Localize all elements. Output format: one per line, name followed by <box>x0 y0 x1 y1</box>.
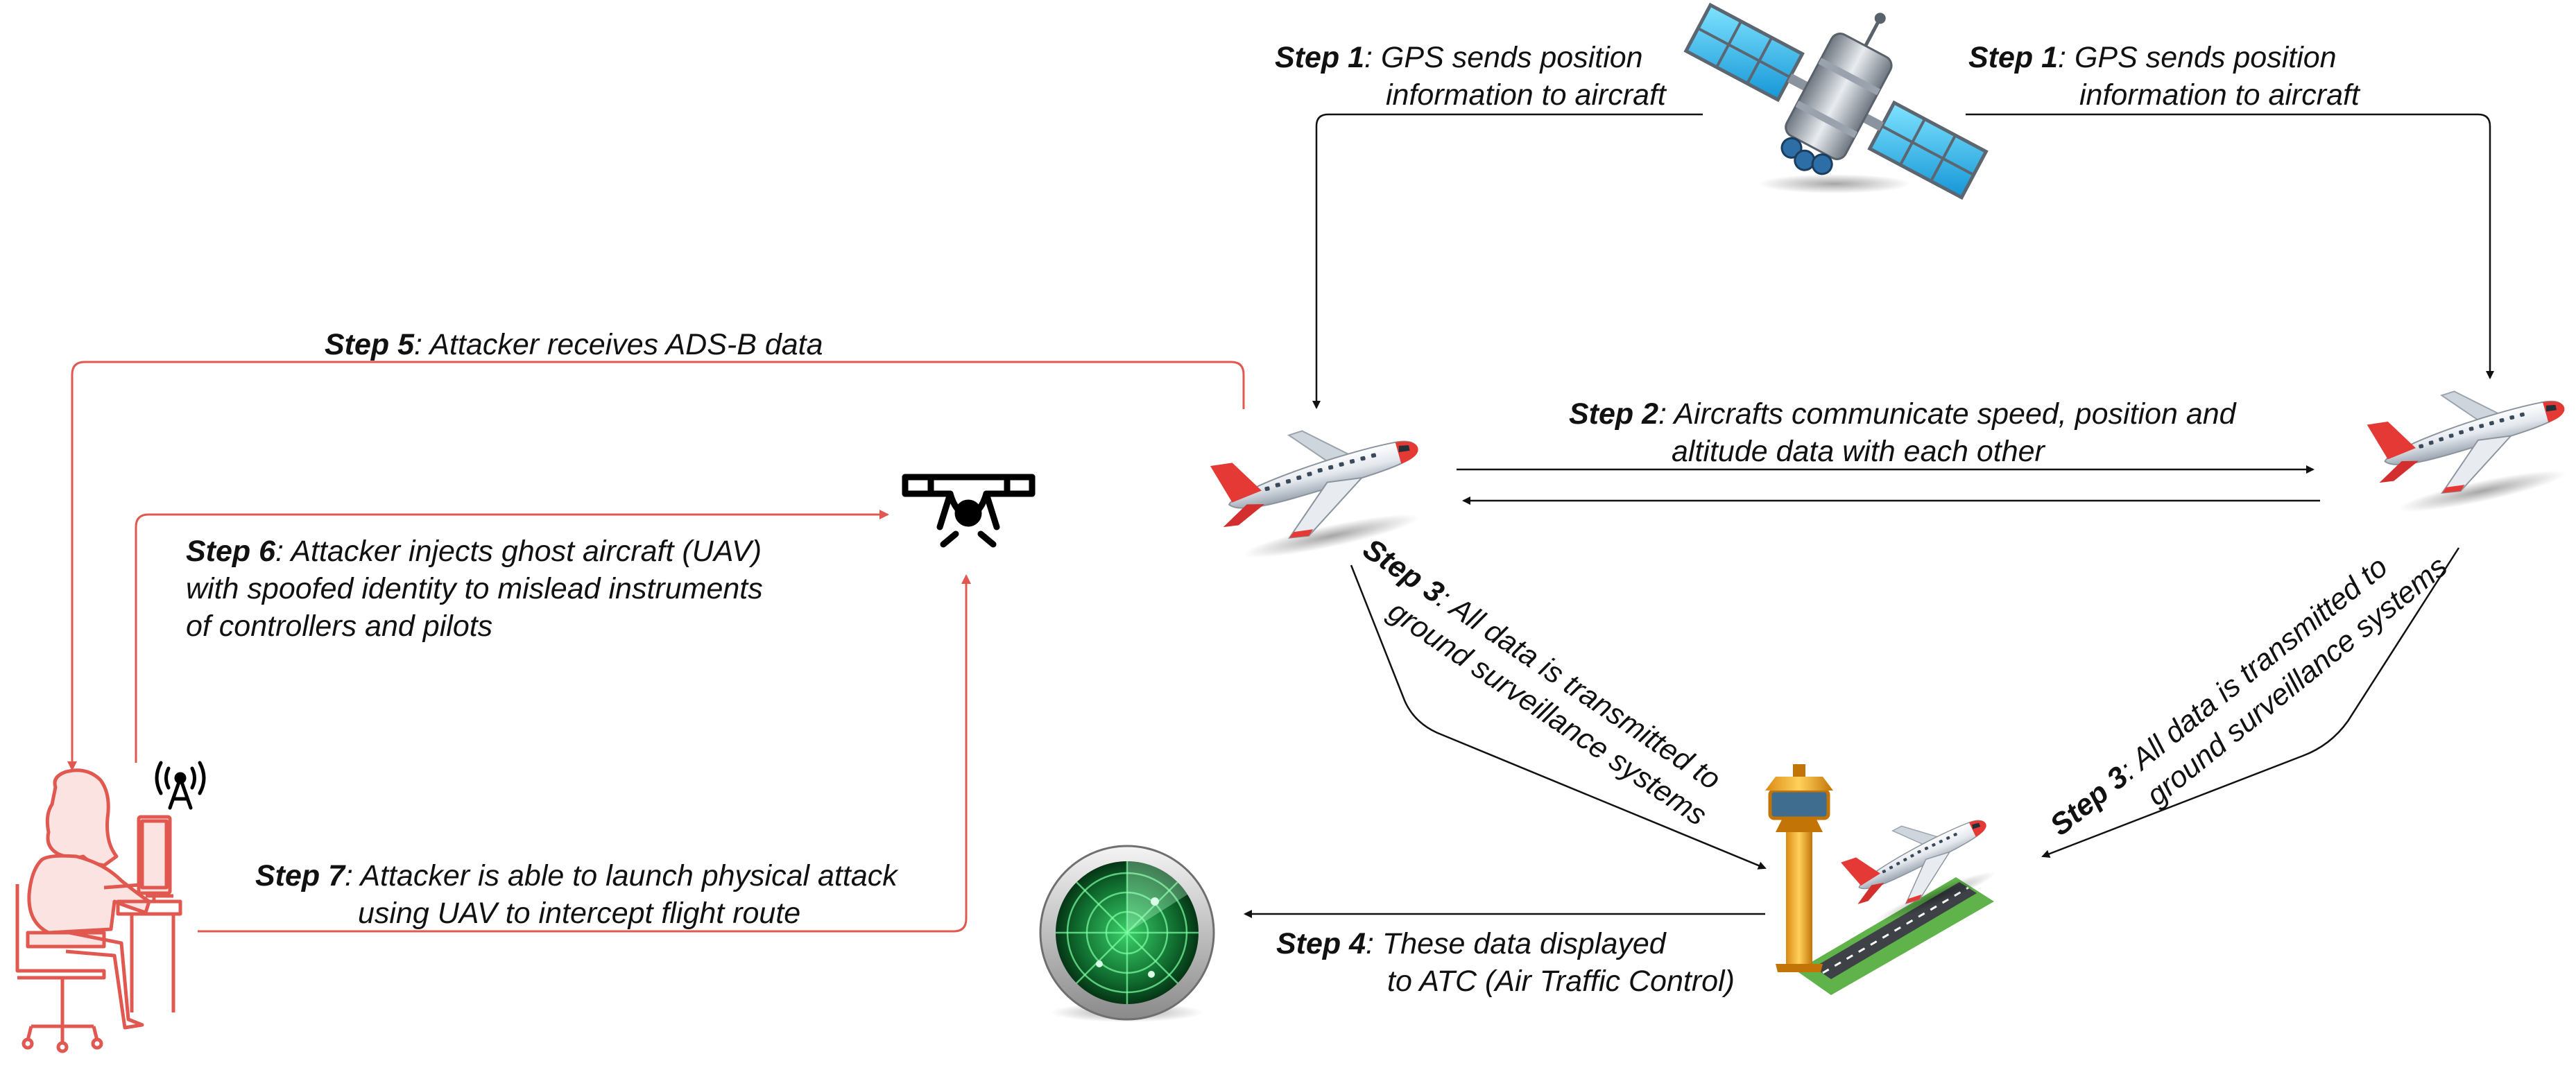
step6-arrow <box>135 510 889 763</box>
step6-label: Step 6: Attacker injects ghost aircraft … <box>186 535 763 643</box>
step7-arrow <box>198 574 971 933</box>
step7-label: Step 7: Attacker is able to launch physi… <box>255 859 898 930</box>
aircraft-icon-left <box>1206 407 1436 569</box>
step3-left-arrow <box>1350 564 1767 870</box>
drone-icon <box>902 474 1036 548</box>
step2-label: Step 2: Aircrafts communicate speed, pos… <box>1569 397 2236 468</box>
radar-icon <box>1039 845 1215 1022</box>
step5-arrow <box>67 361 1245 771</box>
control-tower-icon <box>1765 764 2008 995</box>
attacker-icon <box>15 768 182 1053</box>
step1-right-label: Step 1: GPS sends position information t… <box>1968 41 2360 112</box>
step5-label: Step 5: Attacker receives ADS-B data <box>325 328 823 361</box>
step3-right-arrow <box>2041 547 2460 858</box>
satellite-icon <box>1683 2 1989 200</box>
aircraft-icon-right <box>2363 369 2576 523</box>
antenna-icon <box>155 761 206 810</box>
step1-left-label: Step 1: GPS sends position information t… <box>1275 41 1666 112</box>
step4-label: Step 4: These data displayed to ATC (Air… <box>1276 927 1735 998</box>
step1-right-arrow <box>1966 113 2494 379</box>
step1-left-arrow <box>1312 113 1703 409</box>
